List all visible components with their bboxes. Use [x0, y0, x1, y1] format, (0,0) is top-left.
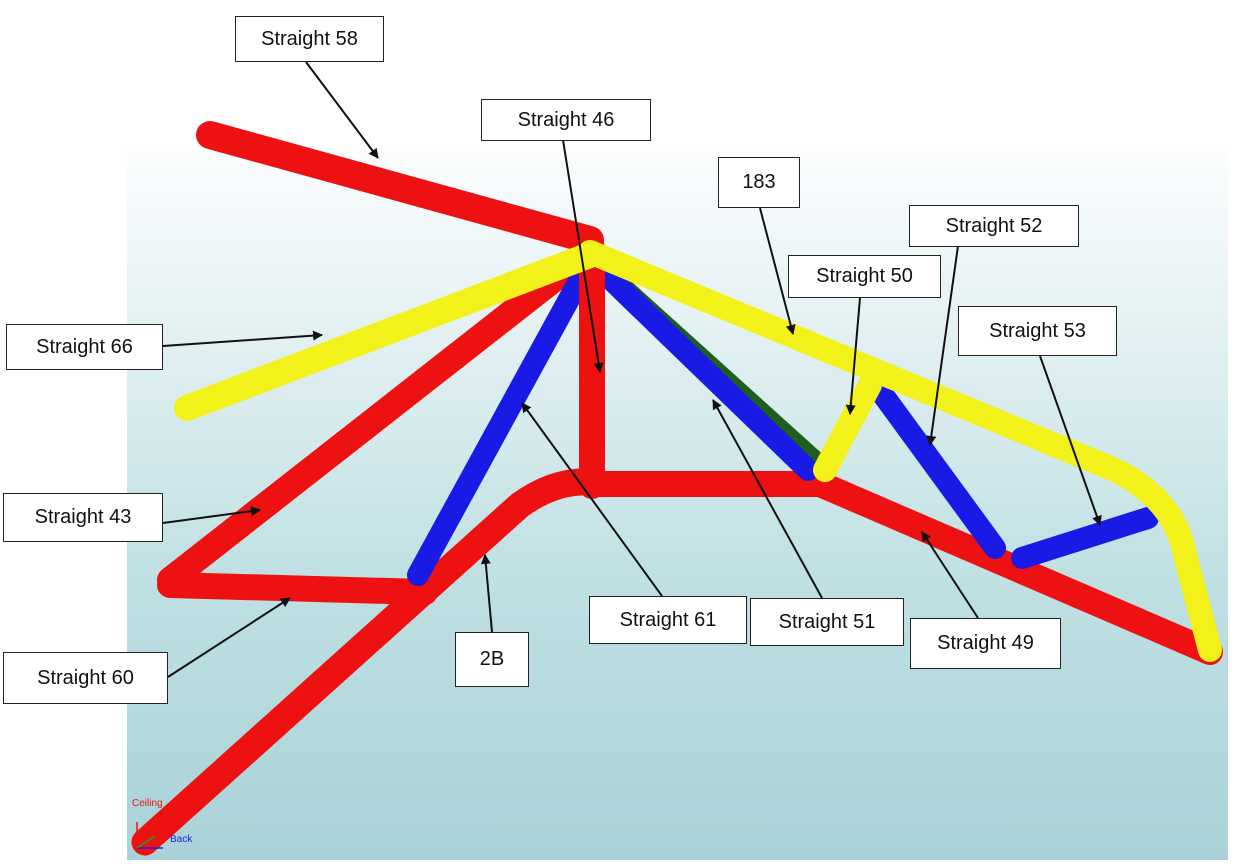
label-straight-53: Straight 53 [958, 306, 1117, 356]
arrow-183 [759, 207, 796, 335]
label-straight-58: Straight 58 [235, 16, 384, 62]
arrow-straight-46 [562, 139, 604, 373]
arrow-straight-51 [712, 399, 823, 599]
tube-straight-66 [174, 242, 603, 421]
arrow-straight-58 [305, 61, 379, 159]
tube-straight-51 [584, 253, 819, 481]
arrow-straight-50 [845, 297, 861, 415]
label-straight-66: Straight 66 [6, 324, 163, 370]
arrow-2b [480, 554, 493, 633]
label-straight-60: Straight 60 [3, 652, 168, 704]
tube-straight-50 [813, 373, 882, 482]
label-straight-61: Straight 61 [589, 596, 747, 644]
arrow-straight-66 [162, 330, 323, 347]
axis-ceiling-label: Ceiling [132, 798, 163, 809]
tube-183 [578, 240, 1222, 662]
tube-straight-61 [407, 259, 596, 586]
label-straight-43: Straight 43 [3, 493, 163, 542]
arrow-straight-49 [921, 531, 979, 619]
tube-straight-49 [807, 471, 1223, 665]
tube-straight-43 [157, 242, 598, 593]
label-straight-46: Straight 46 [481, 99, 651, 141]
axis-triad-icon [136, 822, 163, 849]
arrow-straight-60 [167, 597, 291, 678]
tube-straight-58 [196, 121, 604, 254]
label-straight-49: Straight 49 [910, 618, 1061, 669]
axis-back-label: Back [170, 834, 193, 845]
arrow-straight-61 [521, 402, 663, 597]
arrow-straight-52 [926, 245, 959, 446]
label-straight-51: Straight 51 [750, 598, 904, 646]
arrow-straight-43 [162, 506, 261, 524]
label-183: 183 [718, 157, 800, 208]
arrow-straight-53 [1039, 355, 1102, 526]
tube-straight-52 [867, 377, 1006, 559]
label-straight-50: Straight 50 [788, 255, 941, 298]
label-straight-52: Straight 52 [909, 205, 1079, 247]
tube-straight-53 [1011, 507, 1159, 569]
viewport-background [127, 150, 1228, 860]
tube-straight-60 [157, 572, 438, 605]
label-2b: 2B [455, 632, 529, 687]
